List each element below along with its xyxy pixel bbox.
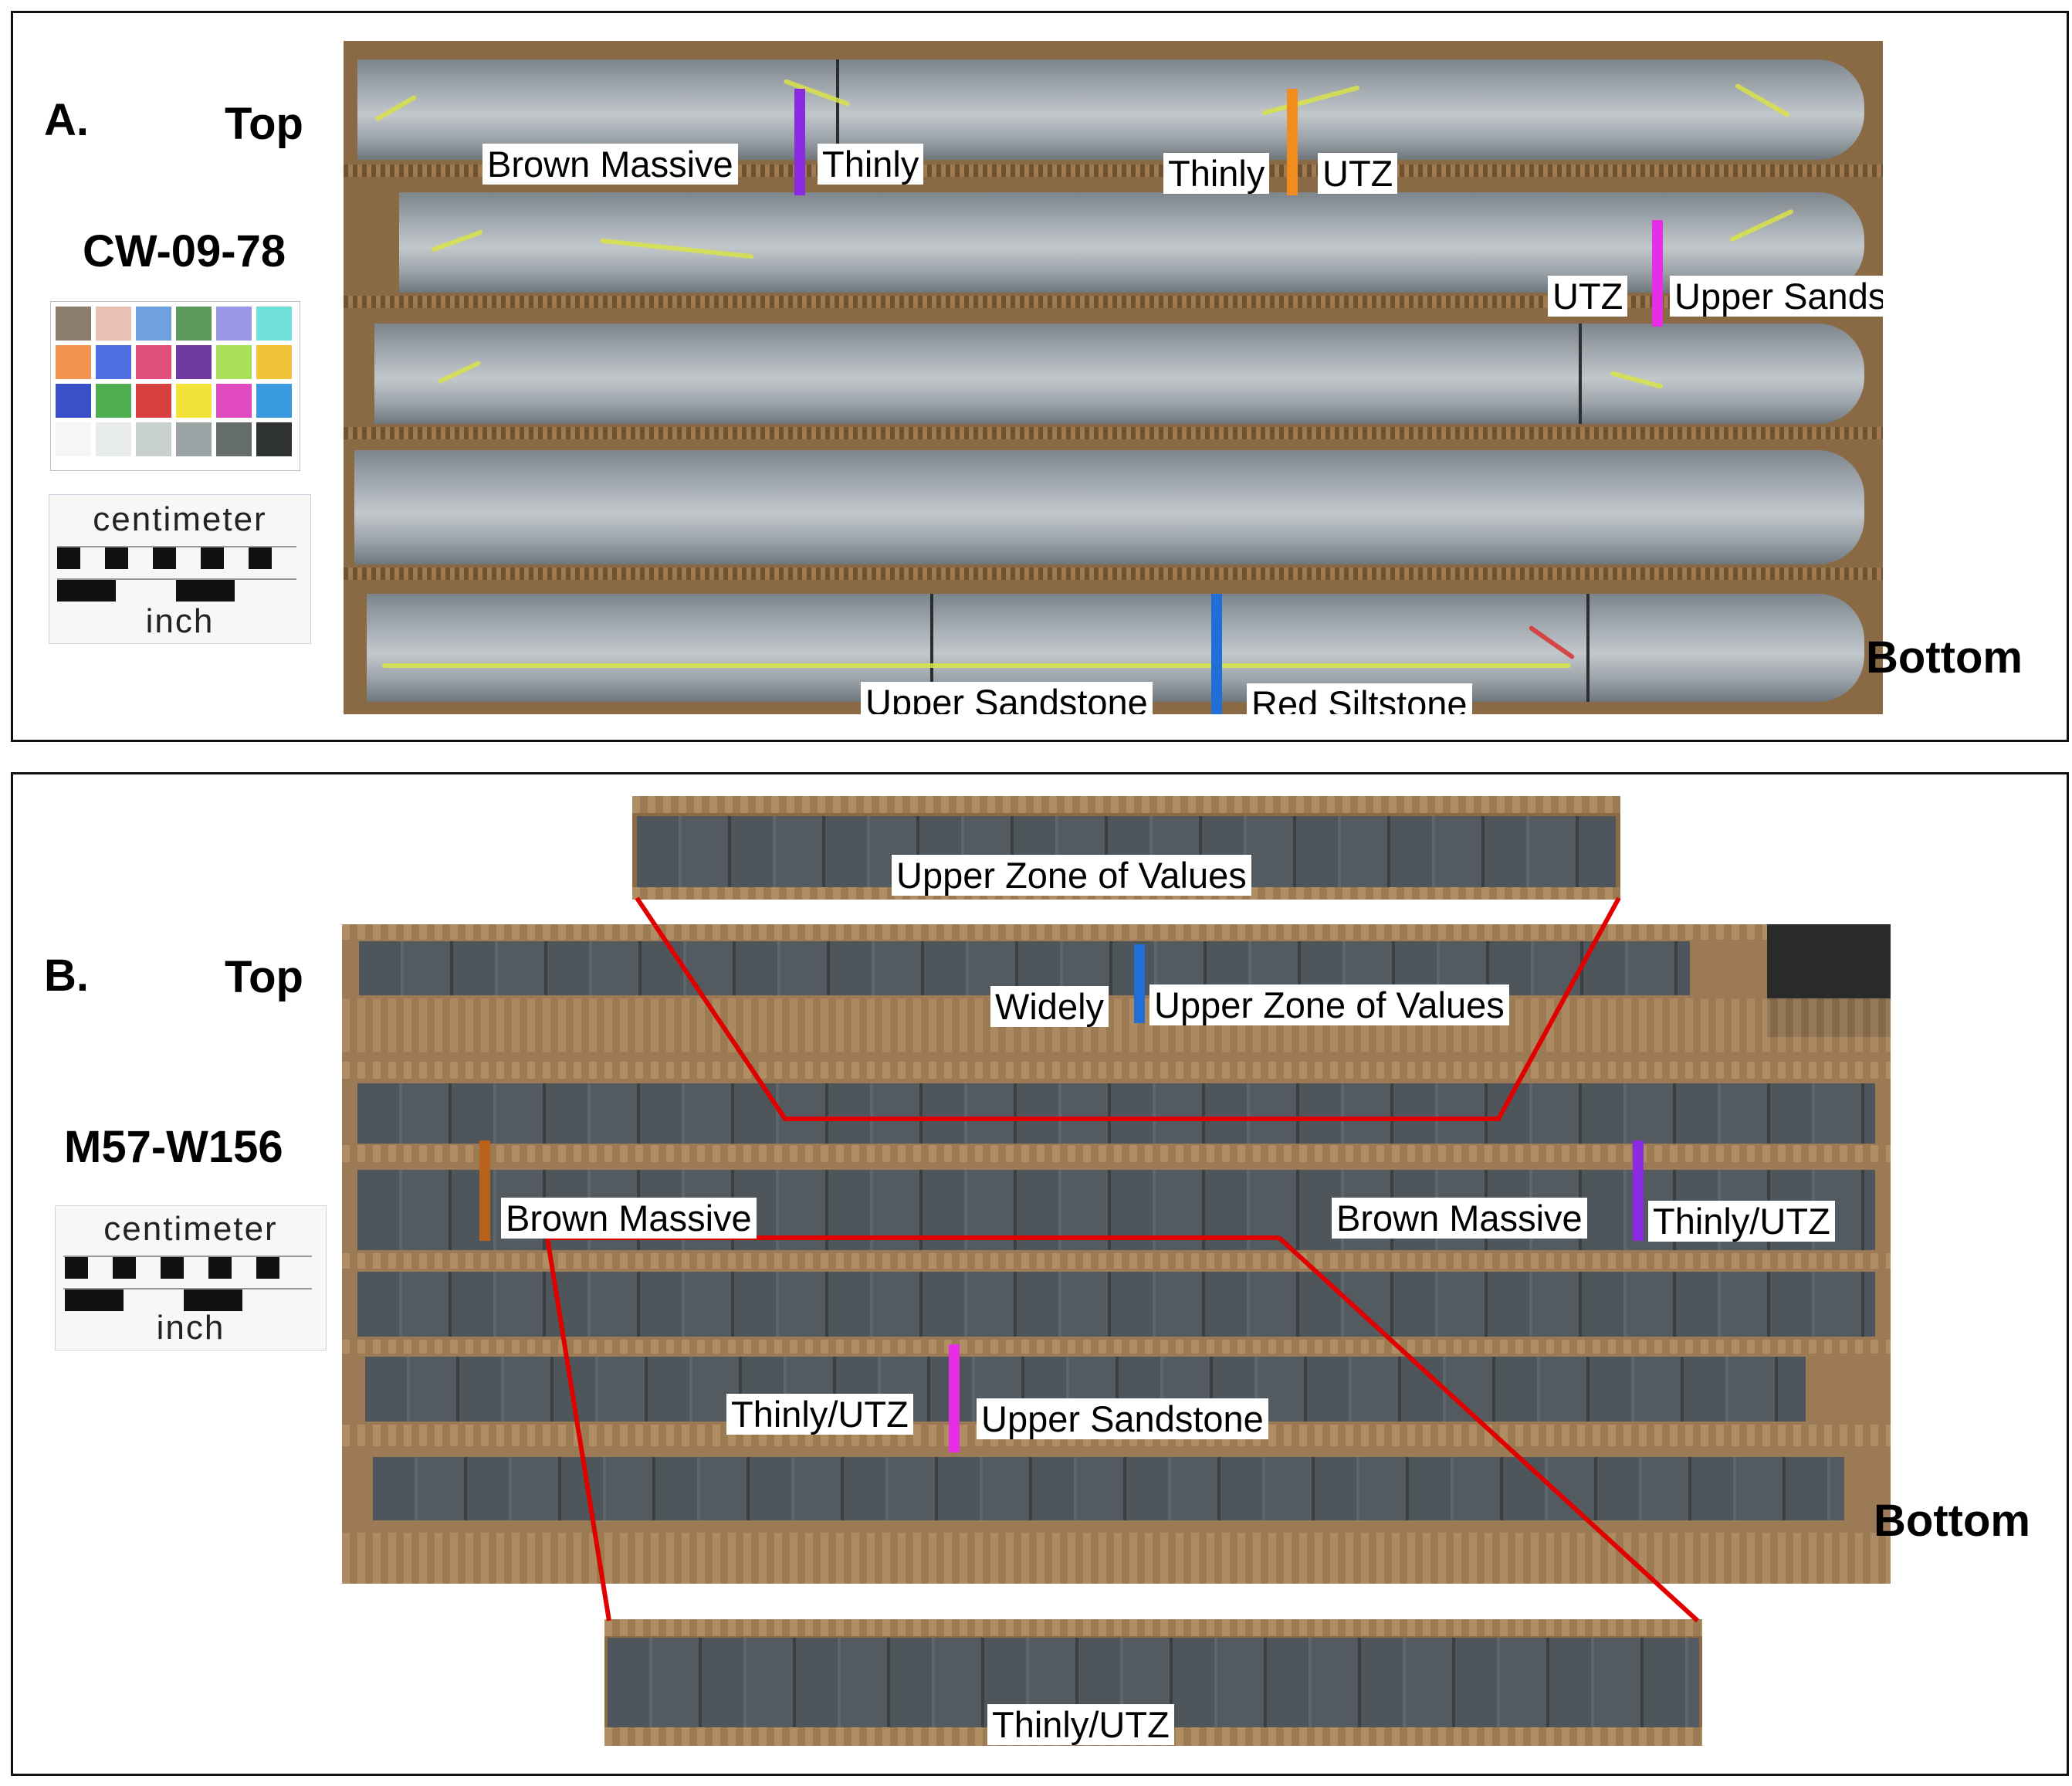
facies-label: Widely xyxy=(990,986,1109,1027)
color-swatch xyxy=(256,345,292,379)
color-swatch xyxy=(216,345,252,379)
color-checker-chart xyxy=(50,301,300,471)
scale-bar: centimeter inch xyxy=(55,1205,327,1351)
facies-label: Upper Sandstone xyxy=(977,1398,1268,1439)
color-swatch xyxy=(216,384,252,418)
facies-label: Brown Massive xyxy=(482,144,738,185)
facies-label: Upper Zone of Values xyxy=(892,855,1251,896)
facies-label: Thinly/UTZ xyxy=(987,1704,1174,1745)
panel-b: B. Top M57-W156 centimeter inch Upper Zo… xyxy=(11,772,2069,1776)
color-swatch xyxy=(56,384,91,418)
color-swatch xyxy=(136,307,171,341)
color-swatch xyxy=(176,422,212,456)
panel-letter: A. xyxy=(44,95,89,145)
color-swatch xyxy=(96,307,131,341)
color-swatch xyxy=(96,422,131,456)
scale-unit-cm: centimeter xyxy=(93,500,267,538)
scale-unit-in: inch xyxy=(145,602,215,640)
color-swatch xyxy=(216,422,252,456)
core-row xyxy=(354,450,1864,564)
facies-label: Brown Massive xyxy=(1332,1198,1587,1239)
color-swatch xyxy=(216,307,252,341)
facies-label: Upper Sandstone xyxy=(1670,276,1883,317)
core-box-photo: Brown Massive Thinly Thinly UTZ UTZ Uppe… xyxy=(344,41,1883,714)
facies-label: Upper Zone of Values xyxy=(1149,985,1509,1025)
bottom-label: Bottom xyxy=(1866,632,2023,683)
panel-letter: B. xyxy=(44,951,89,1001)
facies-label: Upper Sandstone xyxy=(861,682,1153,714)
color-swatch xyxy=(56,422,91,456)
contact-marker xyxy=(949,1344,960,1452)
core-id: M57-W156 xyxy=(64,1122,283,1172)
color-swatch xyxy=(96,345,131,379)
bottom-label: Bottom xyxy=(1874,1496,2030,1546)
color-swatch xyxy=(96,384,131,418)
contact-marker xyxy=(794,89,805,195)
color-swatch xyxy=(176,384,212,418)
color-swatch xyxy=(56,345,91,379)
panel-a: A. Top CW-09-78 centimeter inch xyxy=(11,11,2069,742)
facies-label: Brown Massive xyxy=(501,1198,757,1239)
color-swatch xyxy=(56,307,91,341)
core-row xyxy=(357,59,1864,160)
facies-label: Thinly xyxy=(818,144,924,185)
facies-label: Red Siltstone xyxy=(1247,683,1472,714)
contact-marker xyxy=(1211,594,1222,714)
color-swatch xyxy=(256,422,292,456)
scale-unit-in: inch xyxy=(156,1309,225,1347)
facies-label: UTZ xyxy=(1548,276,1628,317)
scale-bar: centimeter inch xyxy=(49,494,311,644)
core-id: CW-09-78 xyxy=(83,226,286,276)
contact-marker xyxy=(1633,1140,1644,1241)
color-swatch xyxy=(136,345,171,379)
color-swatch xyxy=(136,384,171,418)
contact-marker xyxy=(1134,944,1145,1023)
facies-label: Thinly/UTZ xyxy=(726,1394,913,1435)
color-swatch xyxy=(256,307,292,341)
color-swatch xyxy=(176,307,212,341)
top-label: Top xyxy=(225,99,303,149)
core-row xyxy=(399,192,1864,293)
contact-marker xyxy=(1287,89,1298,195)
contact-marker xyxy=(1652,220,1663,327)
top-label: Top xyxy=(225,952,303,1002)
contact-marker xyxy=(479,1140,490,1241)
facies-label: UTZ xyxy=(1318,153,1398,194)
facies-label: Thinly xyxy=(1163,153,1270,194)
scale-unit-cm: centimeter xyxy=(103,1210,278,1248)
color-swatch xyxy=(256,384,292,418)
core-box-photo xyxy=(342,924,1891,1584)
color-swatch xyxy=(176,345,212,379)
facies-label: Thinly/UTZ xyxy=(1648,1201,1835,1242)
color-swatch xyxy=(136,422,171,456)
core-row xyxy=(374,324,1864,424)
